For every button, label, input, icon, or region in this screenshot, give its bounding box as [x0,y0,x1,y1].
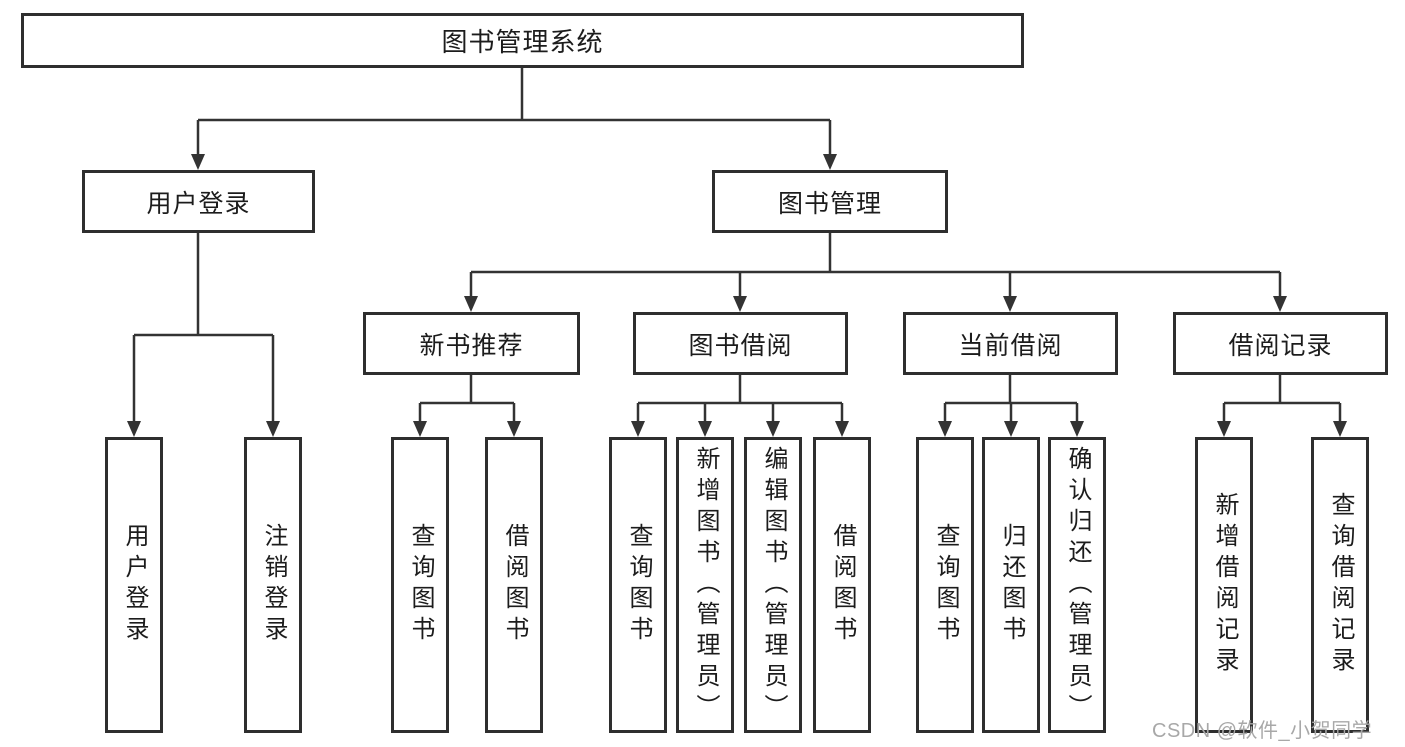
connector-book-management-bar [471,233,1280,274]
leaf-add-books-admin: 新增图书（管理员） [676,437,734,733]
node-label: 查询图书 [625,523,652,647]
csdn-watermark: CSDN @软件_小贺同学 [1152,720,1373,742]
node-label: 查询图书 [407,523,434,647]
node-label: 查询图书 [932,523,959,647]
node-label: 新增图书（管理员） [692,445,719,725]
node-label: 注销登录 [260,523,287,647]
node-label: 借阅图书 [829,523,856,647]
node-borrowing-records: 借阅记录 [1173,312,1388,375]
node-current-borrowing: 当前借阅 [903,312,1118,375]
connector-new-book-bar [420,375,514,405]
node-library-management-system: 图书管理系统 [21,13,1024,68]
node-label: 归还图书 [998,523,1025,647]
leaf-query-books-current: 查询图书 [916,437,974,733]
node-label: 用户登录 [121,523,148,647]
connector-book-borrowing-bar [638,375,842,405]
leaf-return-books: 归还图书 [982,437,1040,733]
connector-user-login-bar [134,233,273,337]
node-book-borrowing: 图书借阅 [633,312,848,375]
node-label: 图书借阅 [688,331,793,360]
node-label: 用户登录 [146,189,251,218]
leaf-confirm-return-admin: 确认归还（管理员） [1048,437,1106,733]
node-label: 新增借阅记录 [1211,492,1238,678]
node-user-login: 用户登录 [82,170,315,233]
node-label: 新书推荐 [419,331,524,360]
leaf-add-borrow-record: 新增借阅记录 [1195,437,1253,733]
leaf-edit-books-admin: 编辑图书（管理员） [744,437,802,733]
leaf-borrow-books-borrowing: 借阅图书 [813,437,871,733]
node-new-book-recommendation: 新书推荐 [363,312,580,375]
node-label: 图书管理系统 [441,27,604,57]
node-label: 借阅记录 [1228,331,1333,360]
connector-borrowing-records-bar [1224,375,1340,405]
leaf-query-borrow-record: 查询借阅记录 [1311,437,1369,733]
leaf-user-login: 用户登录 [105,437,163,733]
connector-current-borrowing-bar [945,375,1077,405]
node-label: 借阅图书 [501,523,528,647]
node-book-management: 图书管理 [712,170,948,233]
node-label: 确认归还（管理员） [1064,445,1091,725]
leaf-query-books-recommend: 查询图书 [391,437,449,733]
connector-root-bar [198,68,830,122]
node-label: 编辑图书（管理员） [760,445,787,725]
node-label: 查询借阅记录 [1327,492,1354,678]
leaf-logout: 注销登录 [244,437,302,733]
node-label: 当前借阅 [958,331,1063,360]
leaf-query-books-borrowing: 查询图书 [609,437,667,733]
leaf-borrow-books-recommend: 借阅图书 [485,437,543,733]
node-label: 图书管理 [777,189,882,218]
